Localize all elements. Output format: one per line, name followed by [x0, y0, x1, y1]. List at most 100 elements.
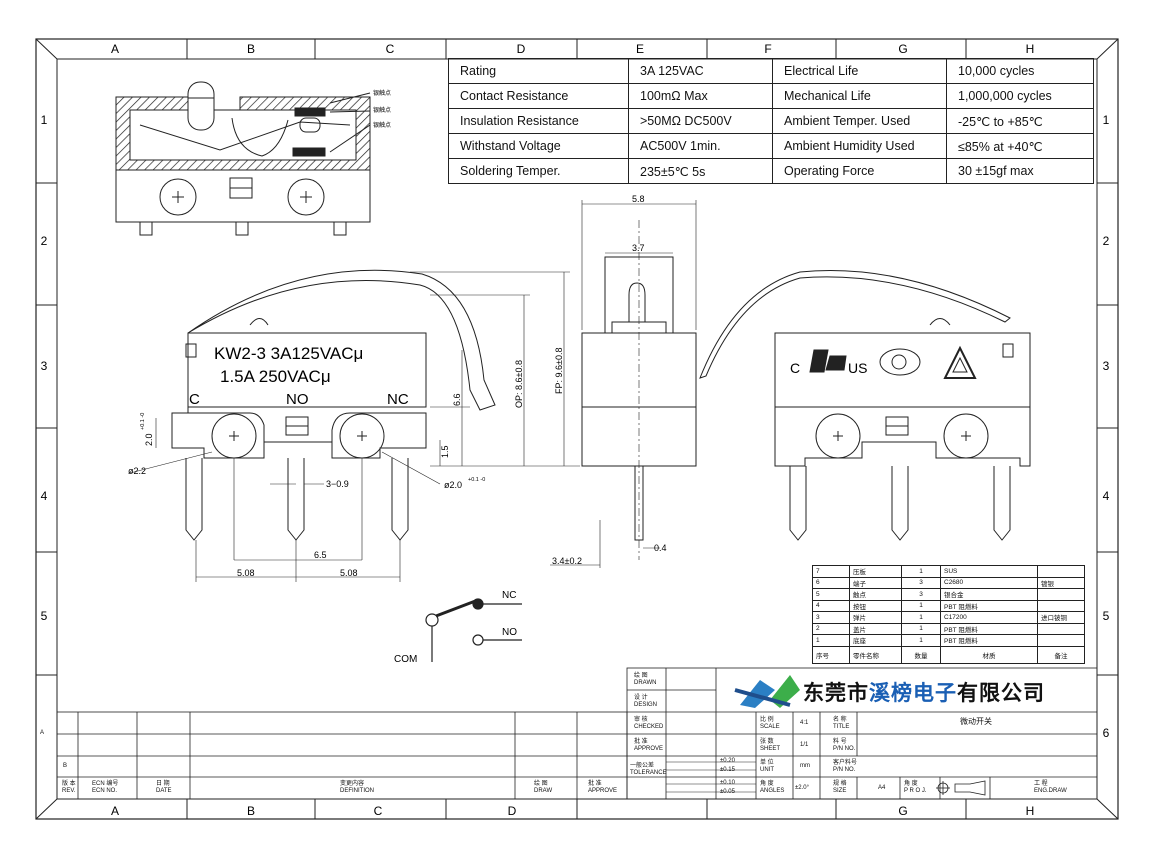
rev-row-a: A: [40, 730, 45, 736]
bom-cell: C2680: [940, 576, 1038, 589]
row-label-2-right: 2: [1103, 234, 1110, 248]
bom-cell: [1037, 634, 1085, 647]
row-label-6-right: 6: [1103, 726, 1110, 740]
bom-cell: 6: [812, 576, 850, 589]
row-label-4: 4: [41, 489, 48, 503]
cert-us: US: [848, 360, 867, 376]
bom-cell: 7: [812, 565, 850, 578]
rev-row-b: B: [63, 763, 68, 769]
cutaway-labels: 银触点 银触点 银触点: [373, 89, 391, 129]
cutaway-label-2: 银触点: [373, 106, 391, 114]
company-name-part: 有限公司: [957, 682, 1045, 705]
spec-table: Rating 3A 125VAC Electrical Life 10,000 …: [448, 58, 1094, 184]
row-label-2: 2: [41, 234, 48, 248]
dim-op: OP: 8.6±0.8: [514, 360, 524, 408]
bom-cell: 1: [812, 634, 850, 647]
bom-cell: PBT 阻燃料: [940, 599, 1038, 612]
dim-phi-2-2: ø2.2: [128, 466, 146, 476]
spec-row: Soldering Temper. 235±5℃ 5s Operating Fo…: [448, 158, 1094, 184]
company-name: 东莞市溪榜电子有限公司: [803, 677, 1045, 707]
bom-cell: SUS: [940, 565, 1038, 578]
bom-header-cell: 备注: [1037, 645, 1085, 664]
spec-row: Rating 3A 125VAC Electrical Life 10,000 …: [448, 58, 1094, 84]
label-approve-rev: 批 准 APPROVE: [588, 781, 618, 794]
spec-param: Soldering Temper.: [448, 158, 629, 184]
spec-value: >50MΩ DC500V: [628, 108, 773, 134]
label-eng-draw: 工 程 ENG.DRAW: [1034, 781, 1067, 794]
bom-cell: 1: [901, 634, 941, 647]
tol-value: ±0.10: [720, 780, 735, 786]
col-label-d-bottom: D: [508, 804, 517, 818]
label-design: 设 计 DESIGN: [634, 695, 658, 708]
col-label-a-bottom: A: [111, 804, 119, 818]
spec-row: Withstand Voltage AC500V 1min. Ambient H…: [448, 133, 1094, 159]
terminal-no-label: NO: [286, 391, 309, 408]
bom-cell: 端子: [849, 576, 902, 589]
col-label-a: A: [111, 42, 119, 56]
spec-value: ≤85% at +40℃: [946, 133, 1094, 159]
label-proj: 角 度 P R O J.: [904, 781, 927, 794]
label-date: 日 期 DATE: [156, 781, 172, 794]
back-view: [699, 270, 1031, 541]
spec-param: Insulation Resistance: [448, 108, 629, 134]
marking-line-2: 1.5A 250VACμ: [220, 367, 331, 386]
bom-cell: [1037, 565, 1085, 578]
bom-cell: 5: [812, 588, 850, 601]
bom-header-row: 序号零件名称数量材质备注: [812, 645, 1085, 664]
bom-cell: [1037, 588, 1085, 601]
spec-value: 3A 125VAC: [628, 58, 773, 84]
spec-value: 10,000 cycles: [946, 58, 1094, 84]
label-angles: 角 度 ANGLES: [760, 781, 785, 794]
dim-fp: FP: 9.6±0.8: [554, 348, 564, 394]
label-approve: 批 准 APPROVE: [634, 739, 664, 752]
bom-cell: 1: [901, 565, 941, 578]
company-name-highlight: 溪榜电子: [869, 682, 957, 705]
col-label-h-bottom: H: [1026, 804, 1035, 818]
spec-param: Ambient Temper. Used: [772, 108, 947, 134]
dim-6-5: 6.5: [314, 550, 327, 560]
bom-cell: 4: [812, 599, 850, 612]
bom-cell: 弹片: [849, 611, 902, 624]
dim-3-7: 3.7: [632, 243, 645, 253]
bom-cell: 进口铍铜: [1037, 611, 1085, 624]
bom-cell: [1037, 599, 1085, 612]
label-checked: 审 核 CHECKED: [634, 717, 664, 730]
front-view: [129, 269, 580, 582]
row-label-3: 3: [41, 359, 48, 373]
dim-2-0: 2.0: [144, 433, 154, 446]
side-view-text: 5.8 3.7 0.4 3.4±0.2: [552, 194, 667, 566]
bom-cell: C17200: [940, 611, 1038, 624]
col-label-g-bottom: G: [898, 804, 907, 818]
row-label-1: 1: [41, 113, 48, 127]
terminal-nc-label: NC: [387, 391, 409, 408]
bom-cell: 1: [901, 599, 941, 612]
col-label-e: E: [636, 42, 644, 56]
spec-value: 30 ±15gf max: [946, 158, 1094, 184]
dim-6-6: 6.6: [452, 393, 462, 406]
spec-value: 235±5℃ 5s: [628, 158, 773, 184]
grid-labels: A B C D E F G H A B C D G H 1 2 3 4 5 1 …: [41, 42, 1110, 818]
spec-row: Contact Resistance 100mΩ Max Mechanical …: [448, 83, 1094, 109]
dim-5-8: 5.8: [632, 194, 645, 204]
bom-cell: 镀银: [1037, 576, 1085, 589]
title-block-frame: [56, 667, 1098, 800]
schematic-text: NC NO COM: [394, 590, 517, 665]
dim-2-0-tol: +0.1 -0: [140, 413, 146, 430]
dim-phi-2-0: ø2.0: [444, 480, 462, 490]
tol-value: ±0.15: [720, 767, 735, 773]
bom-cell: 3: [812, 611, 850, 624]
unit-value: mm: [800, 763, 810, 769]
cutaway-label-1: 银触点: [373, 89, 391, 97]
spec-value: AC500V 1min.: [628, 133, 773, 159]
row-label-5-right: 5: [1103, 609, 1110, 623]
bom-cell: 3: [901, 576, 941, 589]
bom-cell: [1037, 622, 1085, 635]
bom-cell: 触点: [849, 588, 902, 601]
